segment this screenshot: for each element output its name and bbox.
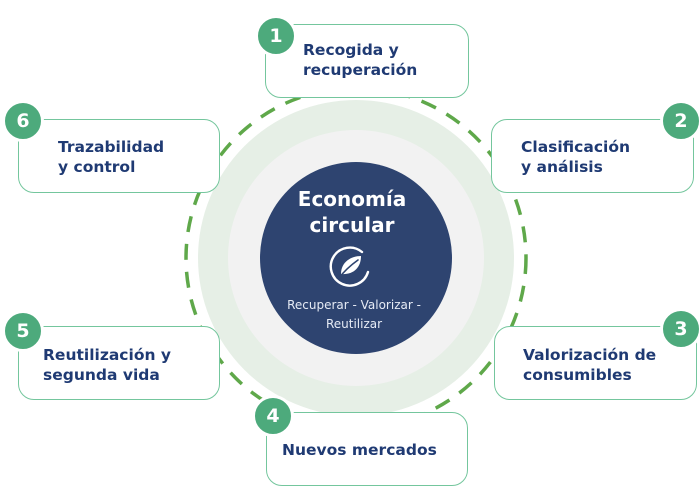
step-4-badge: 4 xyxy=(252,395,294,437)
step-1-box xyxy=(265,24,469,98)
step-4-box xyxy=(266,412,468,486)
step-2-badge: 2 xyxy=(660,100,700,142)
step-3-label: Valorización de consumibles xyxy=(523,346,657,384)
step-2-box xyxy=(491,119,694,193)
step-2-label: Clasificación y análisis xyxy=(521,138,631,176)
step-6-badge: 6 xyxy=(2,100,44,142)
step-5-badge: 5 xyxy=(2,310,44,352)
step-3-badge: 3 xyxy=(660,308,700,350)
step-6-box xyxy=(18,119,220,193)
center-title: Economía circular xyxy=(297,187,407,237)
step-4-label: Nuevos mercados xyxy=(282,441,437,459)
leaf-circle-icon xyxy=(329,246,370,287)
step-6-label: Trazabilidad y control xyxy=(58,138,165,176)
step-5-label: Reutilización y segunda vida xyxy=(43,346,171,384)
step-1-badge: 1 xyxy=(255,15,297,57)
step-5-box xyxy=(18,326,220,400)
center-subtitle: Recuperar - Valorizar - Reutilizar xyxy=(287,298,421,331)
step-1-label: Recogida y recuperación xyxy=(303,41,418,79)
